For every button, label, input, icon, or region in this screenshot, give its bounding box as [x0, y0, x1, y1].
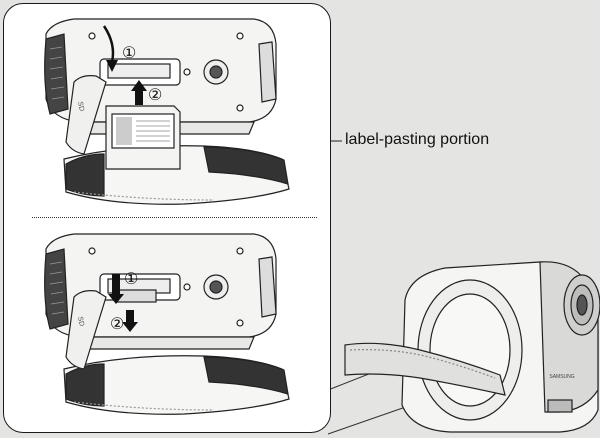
step-markers-top: ① ②: [122, 45, 162, 104]
step-one-marker-bottom: ①: [124, 271, 138, 288]
sd-mark-bottom: SD: [76, 316, 85, 327]
step-divider: [32, 217, 317, 218]
eject-arrows-bottom: [108, 274, 138, 332]
step-one-marker-top: ①: [122, 45, 136, 62]
step-two-marker-top: ②: [148, 87, 162, 104]
illustration-panel: ① ② SD: [3, 3, 331, 433]
panel-drawings: ① ② SD: [44, 18, 290, 415]
brand-text: SAMSUNG: [549, 374, 574, 380]
camcorder-side-view: [344, 261, 600, 433]
sd-mark-top: SD: [76, 101, 85, 112]
step-two-marker-bottom: ②: [110, 316, 124, 333]
label-pasting-portion-callout: label-pasting portion: [345, 131, 490, 148]
step-markers-bottom: ① ②: [110, 271, 138, 333]
bottom-camcorder-illustration: [44, 233, 290, 415]
top-camcorder-illustration: [44, 18, 290, 205]
memory-card-top: [105, 105, 181, 170]
insert-arrows-top: [102, 25, 147, 105]
